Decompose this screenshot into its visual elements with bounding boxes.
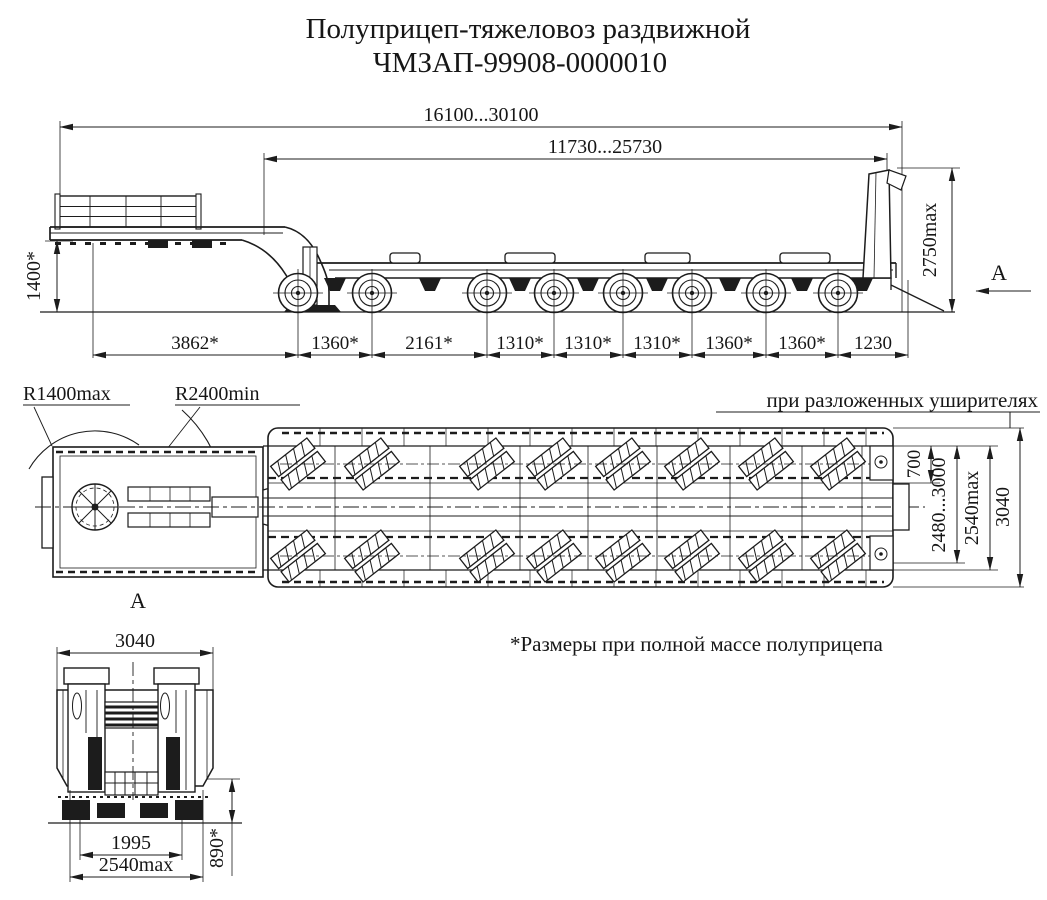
extension-lines-overall (59, 121, 903, 312)
axle-spacing-dim: 1310* (564, 333, 612, 354)
extension-lines-platform (263, 153, 888, 235)
dim-gooseneck-height: 1400* (23, 251, 45, 301)
width-dims: 700 2480...3000 2540max 3040 (893, 427, 1024, 588)
drawing-title: Полуприцеп-тяжеловоз раздвижной (306, 13, 751, 45)
rear-plan (869, 445, 910, 571)
dim-loading-height: 890* (206, 828, 228, 868)
axle-spacing-dim: 1310* (496, 333, 544, 354)
gooseneck-side (49, 193, 341, 312)
rear-ramp (862, 169, 945, 312)
front-body (56, 662, 214, 820)
axle-spacing-dim: 1360* (778, 333, 826, 354)
spreaders-note: при разложенных уширителях (767, 388, 1039, 412)
axle-spacing-chain: 3862* 1360* 2161* 1310* 1310* 1310* 1360… (92, 243, 909, 359)
axle-spacing-dim: 2161* (405, 333, 453, 354)
side-view: 16100...30100 11730...25730 (23, 104, 1031, 359)
dim-outrigger-offset: 700 (904, 450, 925, 479)
wheels-plan (269, 437, 888, 583)
axle-spacing-dim: 1360* (311, 333, 359, 354)
front-view-a: A 3040 (48, 588, 242, 882)
spreaders-note-leader (716, 411, 1040, 428)
axle-spacing-dim: 1230 (854, 333, 892, 354)
turn-arc-r1400 (28, 430, 140, 470)
dim-overall-width: 3040 (992, 487, 1014, 527)
suspension-hangers (324, 278, 873, 291)
radius-label-min: R2400min (175, 383, 259, 405)
radius-min-leader (166, 406, 201, 450)
view-a-label: A (991, 260, 1007, 285)
axle-spacing-dim: 3862* (171, 333, 219, 354)
dim-track-width: 1995 (111, 832, 151, 854)
gooseneck-plan (41, 446, 306, 578)
deck-plan (263, 427, 894, 588)
dim-overall-height: 2750max (919, 203, 941, 277)
dim-overall-length: 16100...30100 (424, 104, 539, 126)
dim-front-width-max: 2540max (99, 854, 173, 876)
dim-front-overall-width: 3040 (115, 630, 155, 652)
axle-spacing-dim: 1310* (633, 333, 681, 354)
dim-platform-width-range: 2480...3000 (928, 458, 950, 553)
axle-spacing-dim: 1360* (705, 333, 753, 354)
dim-width-max: 2540max (961, 471, 983, 545)
model-number: ЧМЗАП-99908-0000010 (373, 47, 667, 79)
radius-label-max: R1400max (23, 383, 111, 405)
dim-platform-length: 11730...25730 (548, 136, 662, 158)
front-view-label: A (130, 588, 146, 613)
title-block: Полуприцеп-тяжеловоз раздвижной ЧМЗАП-99… (306, 13, 751, 79)
radius-max-leader (33, 406, 53, 447)
top-view: R1400max R2400min при разложенных уширит… (23, 383, 1040, 588)
footnote: *Размеры при полной массе полуприцепа (510, 632, 884, 656)
